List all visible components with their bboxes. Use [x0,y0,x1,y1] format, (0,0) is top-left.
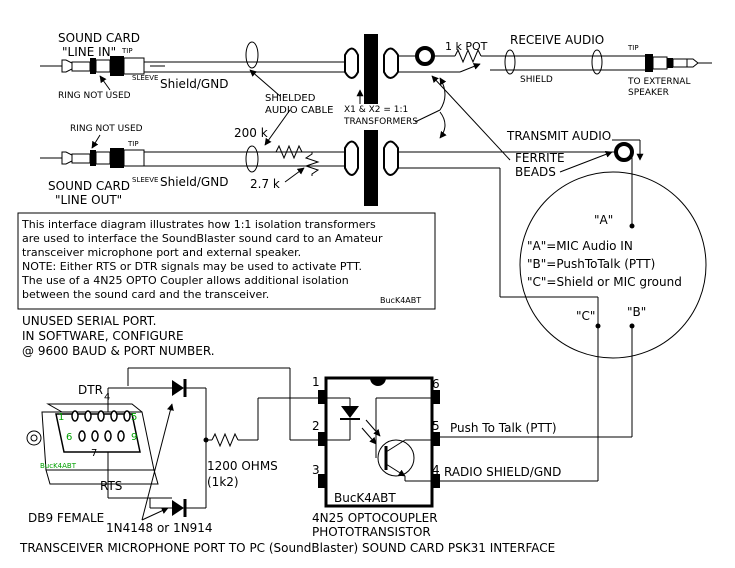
ferrite-ring-top-left [245,41,259,69]
resistor-2k7 [304,152,320,176]
opto-brand: BucK4ABT [334,491,396,505]
ferrite-beads-label-2: BEADS [515,165,556,179]
opto-pin1: 1 [312,375,320,389]
ferrite-bead-transmit [614,142,634,162]
info-line-2: are used to interface the SoundBlaster s… [22,232,383,245]
shield-gnd-top-label: Shield/GND [160,77,228,91]
line-out-title: SOUND CARD [48,179,130,193]
pin-c-dot [595,323,601,329]
info-line-5: The use of a 4N25 OPTO Coupler allows ad… [21,274,349,287]
db9-pin7: 7 [91,448,97,459]
pot-label: 1 k POT [445,40,488,53]
pin-b-label: "B" [627,305,646,319]
ferrite-ring-line-out [245,145,259,173]
line-in-subtitle: "LINE IN" [62,45,116,59]
ferrite-bead-receive [415,46,435,66]
line-out-ring-label: RING NOT USED [70,124,143,134]
pin-a-label: "A" [594,213,613,227]
db9-pin6: 6 [66,432,72,443]
info-signature: BucK4ABT [380,296,421,305]
legend-a: "A"=MIC Audio IN [527,239,633,253]
ferrite-ring-receive-1 [504,49,516,75]
db9-connector [26,403,159,485]
db9-female-label: DB9 FEMALE [28,511,104,525]
info-line-1: This interface diagram illustrates how 1… [21,218,376,231]
shielded-arrow-2 [264,109,291,146]
rts-label: RTS [100,479,122,493]
transmit-audio-title: TRANSMIT AUDIO [506,129,611,143]
line-in-title: SOUND CARD [58,31,140,45]
opto-pin6: 6 [432,377,440,391]
opto-type-label: PHOTOTRANSISTOR [312,525,431,539]
legend-c: "C"=Shield or MIC ground [527,275,682,289]
transformers-label-1: X1 & X2 = 1:1 [344,105,408,115]
footer-title: TRANSCEIVER MICROPHONE PORT TO PC (Sound… [19,541,555,555]
transformer-x2 [344,130,399,206]
serial-note-1: UNUSED SERIAL PORT. [22,314,156,328]
optocoupler-4n25 [318,376,440,508]
diode-label: 1N4148 or 1N914 [106,521,213,535]
line-in-ring-label: RING NOT USED [58,91,131,101]
receive-audio-title: RECEIVE AUDIO [510,33,604,47]
line-out-subtitle: "LINE OUT" [55,193,122,207]
receive-shield-label: SHIELD [520,75,553,85]
line-out-sleeve-label: SLEEVE [132,176,158,184]
resistor-1200-label-1: 1200 OHMS [207,459,278,473]
opto-model-label: 4N25 OPTOCOUPLER [312,511,438,525]
pin-a-dot [629,223,635,229]
resistor-1200 [211,432,239,448]
serial-note-2: IN SOFTWARE, CONFIGURE [22,329,184,343]
db9-pin1: 1 [58,412,64,423]
diode-top [172,379,187,397]
db9-brand: BucK4ABT [40,462,77,470]
dtr-label: DTR [78,383,103,397]
transformers-label-2: TRANSFORMERS [343,117,418,127]
db9-pin4: 4 [104,392,110,403]
ferrite-ring-receive-2 [591,49,603,75]
ring-arrow-top [99,75,111,91]
line-in-tip-label: TIP [121,47,133,55]
serial-note-3: @ 9600 BAUD & PORT NUMBER. [22,344,215,358]
r27k-label: 2.7 k [250,177,280,191]
mic-connector [519,171,707,359]
line-in-plug [40,56,145,76]
radio-shield-label: RADIO SHIELD/GND [444,465,561,479]
info-box [17,212,436,310]
external-speaker-label-2: SPEAKER [628,88,669,98]
external-speaker-label-1: TO EXTERNAL [627,77,690,87]
opto-pin5: 5 [432,419,440,433]
r200k-label: 200 k [234,126,268,140]
ptt-label: Push To Talk (PTT) [450,421,557,435]
db9-pin5: 5 [131,412,137,423]
info-line-3: transceiver microphone port and external… [22,246,301,259]
shielded-cable-label-1: SHIELDED [265,93,316,104]
line-out-plug [40,148,145,168]
pot-resistor [454,48,482,64]
transformer-x1 [344,34,399,104]
speaker-plug [645,54,712,72]
diode-bottom [172,499,187,517]
shielded-arrow-1 [249,69,281,97]
opto-pin4: 4 [432,463,440,477]
shield-gnd-bottom-label: Shield/GND [160,175,228,189]
db9-pin9: 9 [131,432,137,443]
resistor-1200-label-2: (1k2) [207,475,239,489]
ferrite-beads-label-1: FERRITE [515,151,565,165]
line-out-tip-label: TIP [127,140,139,148]
legend-b: "B"=PushToTalk (PTT) [527,257,655,271]
info-line-6: between the sound card and the transceiv… [22,288,269,301]
opto-pin2: 2 [312,419,320,433]
shielded-cable-label-2: AUDIO CABLE [265,105,333,116]
opto-pin3: 3 [312,463,320,477]
resistor-200k [275,144,303,160]
pin-c-label: "C" [576,309,595,323]
receive-tip-label: TIP [627,44,639,52]
info-line-4: NOTE: Either RTS or DTR signals may be u… [22,260,362,273]
line-in-sleeve-label: SLEEVE [132,74,158,82]
